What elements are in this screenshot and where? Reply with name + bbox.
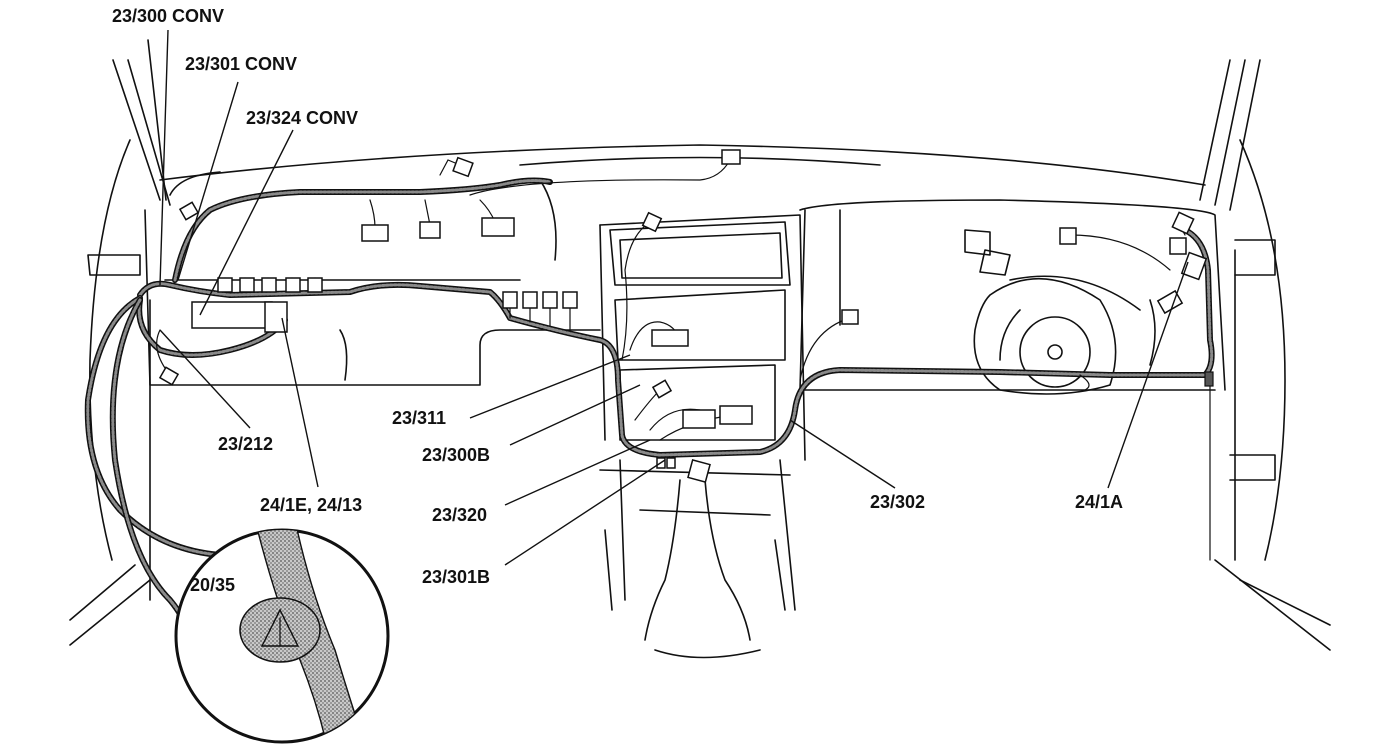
label-23-301-conv: 23/301 CONV: [185, 54, 297, 74]
label-23-311: 23/311: [392, 408, 446, 428]
label-23-212: 23/212: [218, 434, 273, 454]
body-outline: [69, 39, 1331, 659]
label-24-1e-24-13: 24/1E, 24/13: [260, 495, 362, 515]
callout-labels: 23/300 CONV 23/301 CONV 23/324 CONV 23/3…: [112, 6, 1123, 595]
leader-lines: [159, 29, 1189, 566]
label-23-324-conv: 23/324 CONV: [246, 108, 358, 128]
label-23-300-conv: 23/300 CONV: [112, 6, 224, 26]
label-20-35: 20/35: [190, 575, 235, 595]
label-24-1a: 24/1A: [1075, 492, 1123, 512]
label-23-302: 23/302: [870, 492, 925, 512]
airbag-detail-circle: [174, 528, 390, 744]
label-23-301b: 23/301B: [422, 567, 490, 587]
label-23-300b: 23/300B: [422, 445, 490, 465]
connectors: [158, 149, 1214, 483]
label-23-320: 23/320: [432, 505, 487, 525]
